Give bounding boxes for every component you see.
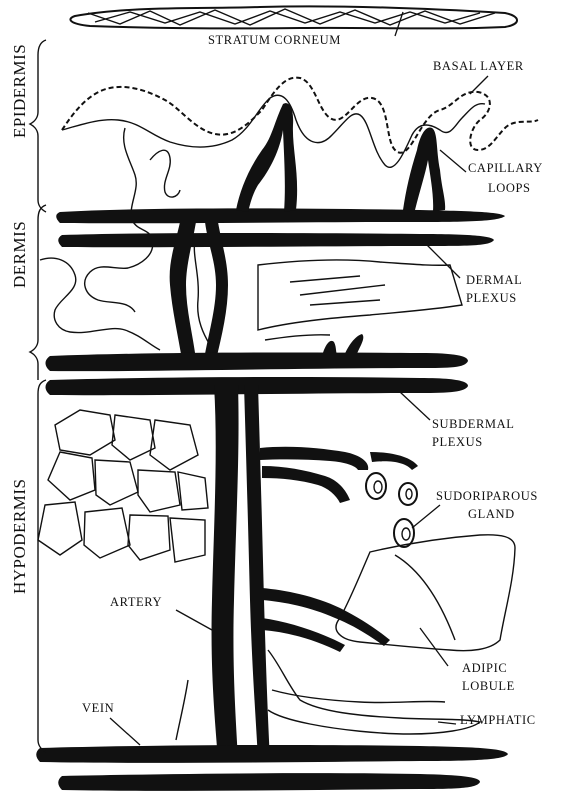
bottom-vessels — [36, 745, 508, 791]
dermal-plexus-vessels — [56, 208, 505, 247]
artery-label: ARTERY — [110, 595, 162, 609]
adipic-lobule-label-line2: LOBULE — [462, 679, 515, 693]
sudoriparous-gland — [366, 473, 417, 547]
hypodermis-label: HYPODERMIS — [10, 478, 29, 594]
sudoriparous-gland-label-line1: SUDORIPAROUS — [436, 489, 538, 503]
subdermal-plexus-label-line2: PLEXUS — [432, 435, 483, 449]
sudoriparous-gland-label-line2: GLAND — [468, 507, 515, 521]
capillary-loops-label-line1: CAPILLARY — [468, 161, 543, 175]
lymphatic-label: LYMPHATIC — [460, 713, 536, 727]
capillary-loops-label-line2: LOOPS — [488, 181, 531, 195]
subdermal-plexus-label-line1: SUBDERMAL — [432, 417, 515, 431]
adipic-lobule — [336, 535, 515, 651]
vein-label: VEIN — [82, 701, 114, 715]
dermal-plexus-label-line2: PLEXUS — [466, 291, 517, 305]
stratum-corneum-layer — [70, 6, 517, 28]
basal-layer-label: BASAL LAYER — [433, 59, 524, 73]
epidermis-label: EPIDERMIS — [10, 44, 29, 138]
adipose-cells-left — [38, 410, 208, 562]
basal-membrane — [62, 78, 538, 168]
side-brackets — [30, 40, 46, 752]
gland-branch-vessels — [260, 447, 418, 503]
dermal-plexus-label-line1: DERMAL — [466, 273, 522, 287]
adipic-lobule-label-line1: ADIPIC — [462, 661, 507, 675]
stratum-corneum-label: STRATUM CORNEUM — [208, 33, 341, 47]
dermis-label: DERMIS — [10, 221, 29, 288]
main-artery-trunk — [212, 385, 270, 760]
